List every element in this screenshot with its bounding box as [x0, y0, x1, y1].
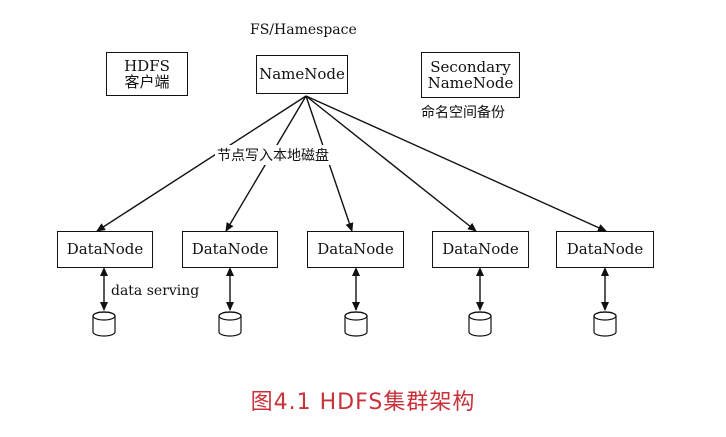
- disk-icon-2: [218, 311, 242, 337]
- namenode-label: NameNode: [259, 65, 345, 84]
- hdfs-client-line2: 客户端: [124, 73, 170, 91]
- namenode-box: NameNode: [256, 55, 348, 94]
- datanode-box-5: DataNode: [556, 231, 654, 268]
- fs-namespace-label: FS/Hamespace: [250, 22, 357, 38]
- secondary-namenode-line1: Secondary: [430, 57, 511, 76]
- datanode-box-2: DataNode: [182, 231, 278, 268]
- datanode-label-1: DataNode: [66, 240, 144, 259]
- disk-icon-4: [468, 311, 492, 337]
- disk-icon-1: [92, 311, 116, 337]
- namenode-to-datanode-5-arrow: [305, 95, 607, 232]
- datanode-box-1: DataNode: [57, 231, 153, 268]
- namespace-backup-label: 命名空间备份: [421, 105, 505, 121]
- datanode-label-3: DataNode: [317, 240, 394, 259]
- namenode-to-datanode-4-arrow: [305, 95, 477, 232]
- datanode-label-4: DataNode: [442, 240, 519, 259]
- datanode-label-5: DataNode: [566, 240, 644, 259]
- datanode-label-2: DataNode: [191, 240, 269, 259]
- disk-icon-5: [593, 311, 617, 337]
- disk-icon-3: [344, 311, 368, 337]
- secondary-namenode-box: Secondary NameNode: [421, 52, 520, 98]
- datanode-box-3: DataNode: [307, 231, 404, 268]
- namenode-to-datanode-1-arrow: [96, 95, 307, 232]
- datanode-box-4: DataNode: [432, 231, 529, 268]
- hdfs-client-box: HDFS 客户端: [106, 52, 188, 96]
- secondary-namenode-line2: NameNode: [427, 74, 514, 92]
- data-serving-label: data serving: [111, 283, 200, 299]
- figure-caption: 图4.1 HDFS集群架构: [250, 390, 476, 415]
- write-local-disk-label: 节点写入本地磁盘: [215, 145, 331, 165]
- hdfs-client-line1: HDFS: [124, 56, 170, 75]
